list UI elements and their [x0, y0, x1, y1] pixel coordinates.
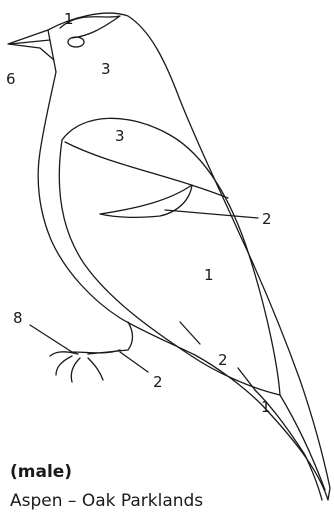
foot-pointer — [30, 325, 72, 352]
tail-band-upper — [180, 322, 200, 344]
caption-habitat: Aspen – Oak Parklands — [10, 491, 203, 511]
wing-bar-pointer — [165, 210, 258, 218]
region-tail-band-number: 2 — [218, 351, 228, 369]
region-foot-number: 8 — [13, 309, 23, 327]
region-crown-number: 1 — [64, 10, 74, 28]
region-wing-covert-number: 3 — [115, 127, 125, 145]
region-breast-number: 1 — [204, 266, 214, 284]
eye-icon — [68, 37, 84, 47]
wing-bar-outline — [100, 185, 192, 217]
caption-sex: (male) — [10, 462, 72, 482]
foot-outline — [50, 350, 120, 382]
region-head-number: 3 — [101, 60, 111, 78]
beak-outline — [8, 30, 54, 60]
region-wing-bar-number: 2 — [262, 210, 272, 228]
leg-pointer — [120, 352, 148, 372]
leg-outline — [88, 322, 133, 354]
region-beak-number: 6 — [6, 70, 16, 88]
wing-covert-line — [65, 142, 228, 198]
region-leg-number: 2 — [153, 373, 163, 391]
region-tail-number: 1 — [261, 398, 271, 416]
